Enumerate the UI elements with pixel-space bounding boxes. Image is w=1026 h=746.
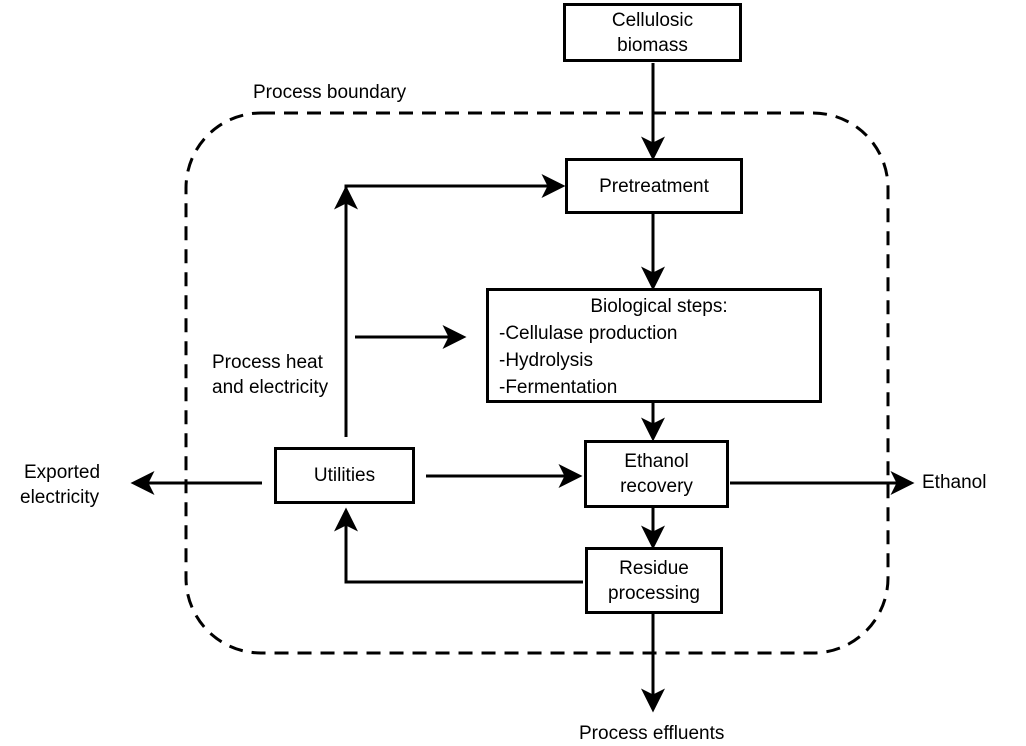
process-boundary-outline <box>184 111 890 655</box>
node-cellulosic-biomass: Cellulosic biomass <box>563 3 742 62</box>
node-utilities-label: Utilities <box>313 465 376 486</box>
node-residue-line-1: Residue <box>619 557 689 579</box>
node-ethanol-recovery: Ethanol recovery <box>584 440 729 508</box>
arrow-residue-to-utilities <box>334 507 583 584</box>
node-biological-steps: Biological steps: -Cellulase production … <box>486 288 822 403</box>
node-residue-processing: Residue processing <box>585 547 723 614</box>
node-biomass-line-1: Cellulosic <box>611 9 694 31</box>
node-biological-heading: Biological steps: <box>590 296 728 317</box>
label-process-boundary: Process boundary <box>253 82 407 103</box>
label-exported-line-2: electricity <box>20 487 100 508</box>
node-biological-item-hydrolysis: -Hydrolysis <box>499 350 593 371</box>
label-ethanol: Ethanol <box>922 472 987 493</box>
label-exported-line-1: Exported <box>24 462 101 483</box>
label-exported-electricity: Exported electricity <box>20 460 100 510</box>
node-biological-item-cellulase: -Cellulase production <box>499 323 678 344</box>
node-pretreatment: Pretreatment <box>565 158 743 214</box>
node-utilities: Utilities <box>274 447 415 504</box>
label-process-heat-line-2: and electricity <box>212 377 329 398</box>
node-recovery-line-1: Ethanol <box>624 451 689 472</box>
node-residue-line-2: processing <box>608 582 700 604</box>
node-recovery-line-2: recovery <box>620 476 693 497</box>
label-process-effluents: Process effluents <box>579 723 725 744</box>
node-pretreatment-label: Pretreatment <box>599 175 709 197</box>
label-process-heat: Process heat and electricity <box>212 350 328 400</box>
label-process-heat-line-1: Process heat <box>212 352 323 373</box>
node-biological-item-fermentation: -Fermentation <box>499 377 618 398</box>
node-biomass-line-2: biomass <box>617 34 688 56</box>
